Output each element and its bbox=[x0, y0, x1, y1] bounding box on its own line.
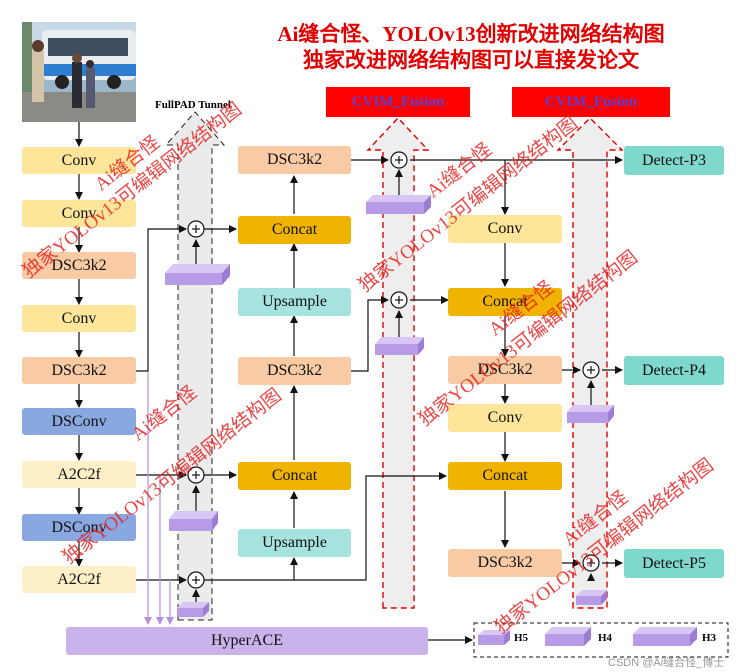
title-line-1: Ai缝合怪、YOLOv13创新改进网络结构图 bbox=[277, 22, 665, 46]
backbone-dsconv-2: DSConv bbox=[22, 514, 136, 541]
neck-concat-1: Concat bbox=[238, 216, 351, 244]
cvim-fusion-label-1: CVIM_Fusion bbox=[326, 87, 470, 117]
backbone-dsc3k2-1: DSC3k2 bbox=[22, 252, 136, 279]
neck-dsc3k2-right-1: DSC3k2 bbox=[448, 356, 562, 384]
neck-upsample-2: Upsample bbox=[238, 529, 351, 557]
hyperace-bar: HyperACE bbox=[66, 627, 428, 655]
backbone-a2c2f-1: A2C2f bbox=[22, 461, 136, 488]
neck-concat-right-2: Concat bbox=[448, 462, 562, 490]
legend-h3: H3 bbox=[702, 632, 717, 644]
backbone-a2c2f-2: A2C2f bbox=[22, 566, 136, 593]
fullpad-tunnel bbox=[164, 111, 226, 621]
backbone-conv-3: Conv bbox=[22, 305, 136, 332]
backbone-conv-1: Conv bbox=[22, 147, 136, 174]
neck-dsc3k2-mid: DSC3k2 bbox=[238, 357, 351, 385]
neck-concat-right-1: Concat bbox=[448, 288, 562, 316]
neck-upsample-1: Upsample bbox=[238, 288, 351, 316]
input-image bbox=[22, 22, 136, 122]
backbone-dsconv-1: DSConv bbox=[22, 408, 136, 435]
neck-dsc3k2-right-2: DSC3k2 bbox=[448, 549, 562, 577]
title-line-2: 独家改进网络结构图可以直接发论文 bbox=[303, 48, 639, 72]
legend-box bbox=[473, 622, 729, 658]
neck-dsc3k2-top: DSC3k2 bbox=[238, 146, 351, 174]
source-credit: CSDN @Ai缝合怪_博士 bbox=[608, 657, 725, 669]
feature-slabs bbox=[165, 195, 697, 646]
fullpad-tunnel-label: FullPAD Tunnel bbox=[155, 99, 231, 111]
cvim-fusion-label-2: CVIM_Fusion bbox=[512, 87, 670, 117]
neck-concat-2: Concat bbox=[238, 462, 351, 490]
detect-p5: Detect-P5 bbox=[624, 549, 724, 578]
detect-p4: Detect-P4 bbox=[624, 356, 724, 385]
legend-h4: H4 bbox=[598, 632, 613, 644]
neck-conv-right-1: Conv bbox=[448, 215, 562, 243]
legend-h5: H5 bbox=[514, 632, 529, 644]
backbone-dsc3k2-2: DSC3k2 bbox=[22, 357, 136, 384]
backbone-conv-2: Conv bbox=[22, 200, 136, 227]
neck-conv-right-2: Conv bbox=[448, 404, 562, 432]
cvim-arrow-1 bbox=[366, 116, 430, 609]
detect-p3: Detect-P3 bbox=[624, 146, 724, 175]
